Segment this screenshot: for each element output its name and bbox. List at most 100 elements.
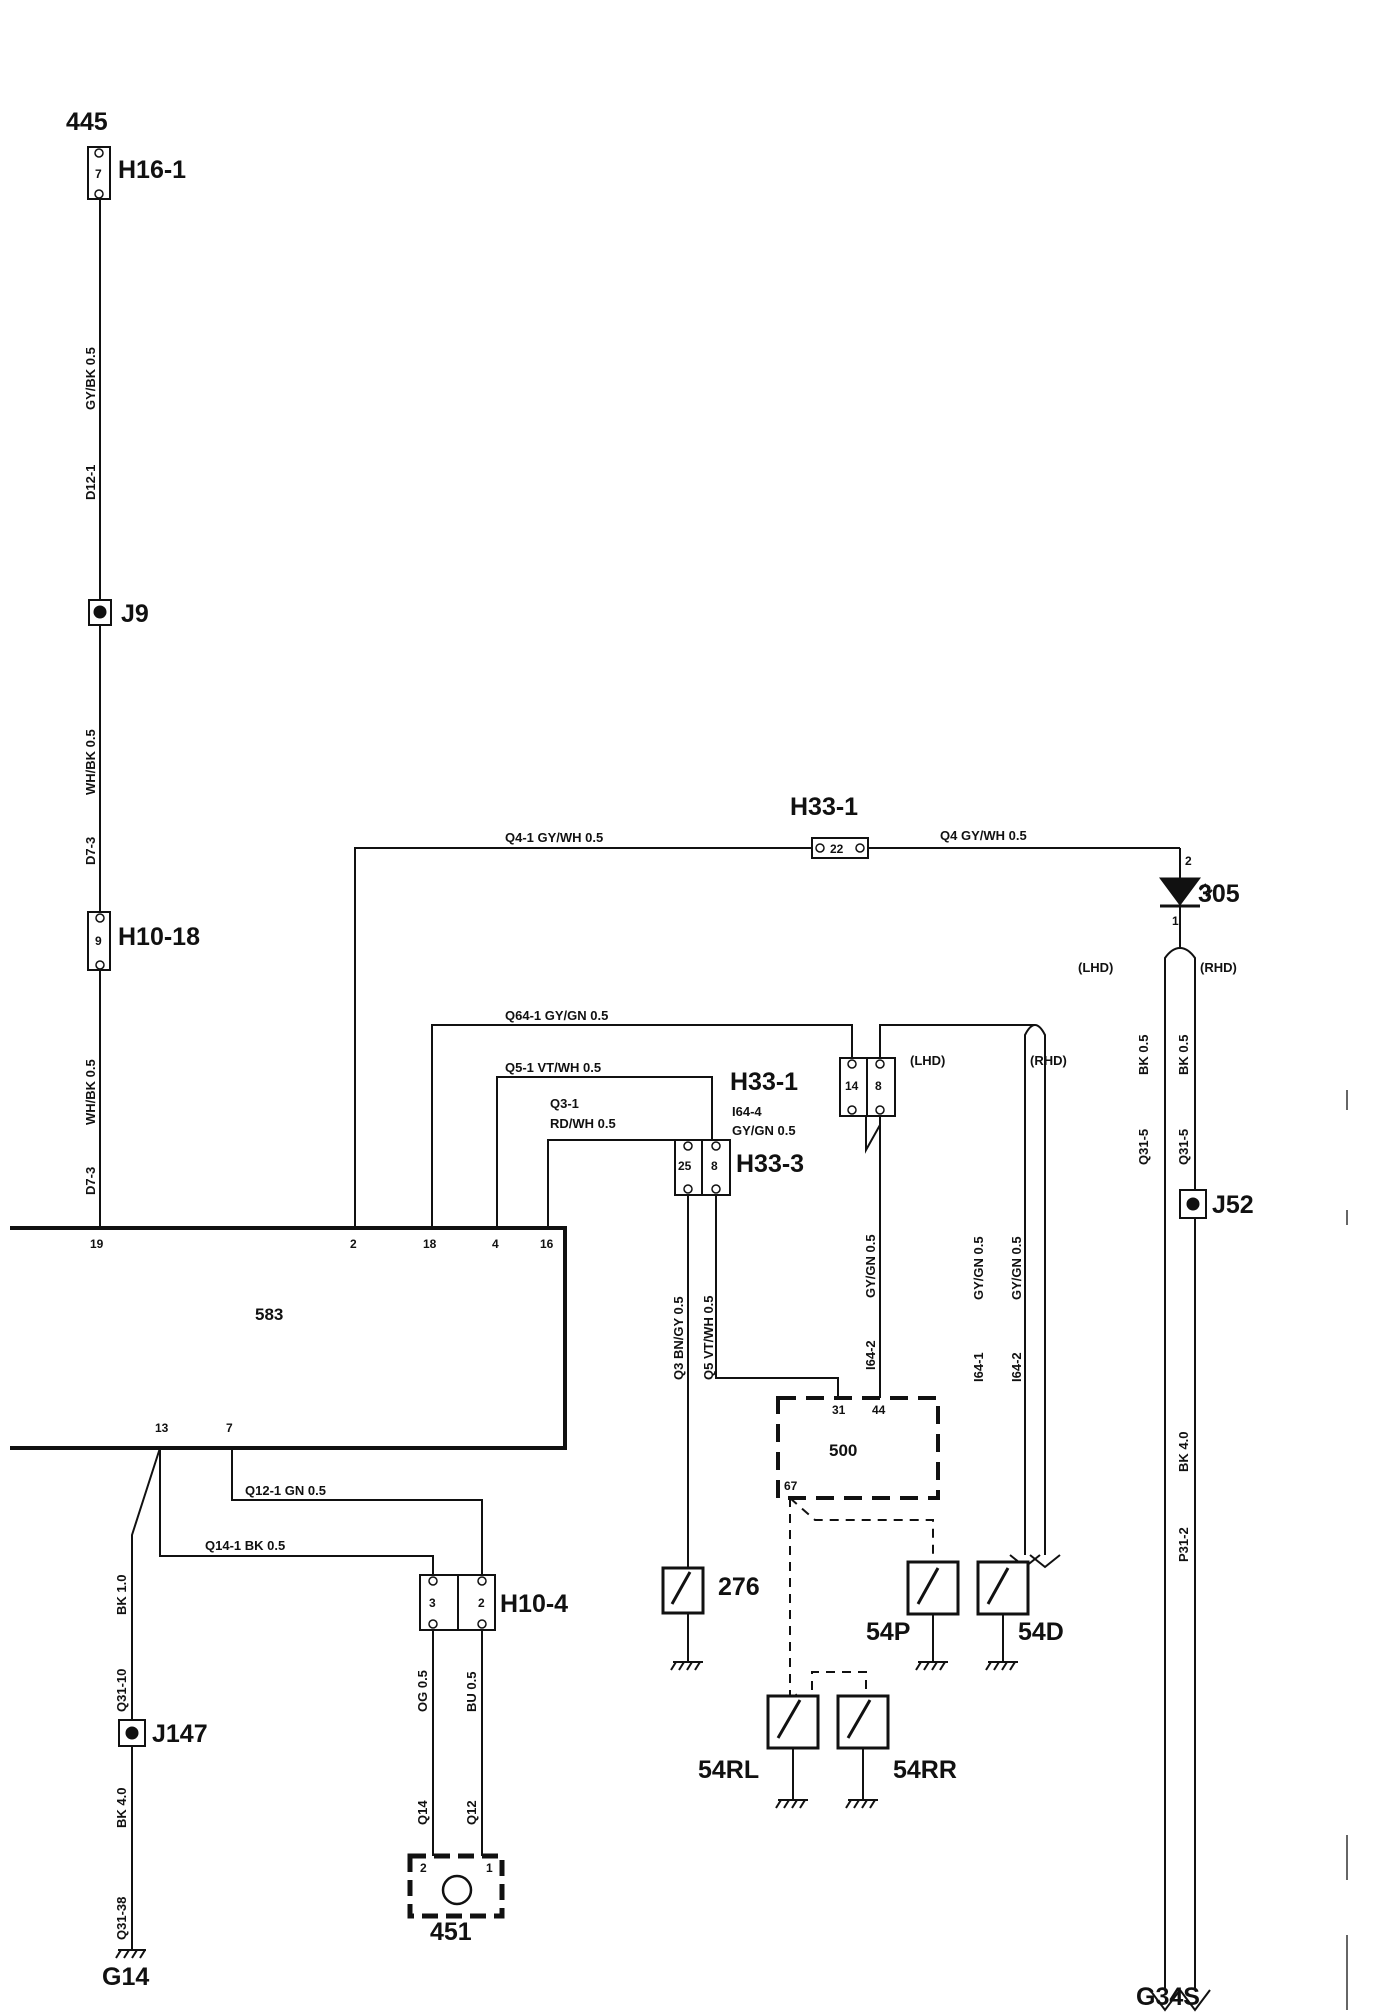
pin-451-1: 1 xyxy=(486,1861,493,1875)
junction-j52 xyxy=(1179,1189,1207,1219)
wire-q4-label: Q4 GY/WH 0.5 xyxy=(940,828,1027,843)
wire-q12-1 xyxy=(231,1448,483,1575)
wire-q5-down-label: Q5 VT/WH 0.5 xyxy=(701,1295,716,1380)
wire-q14-1 xyxy=(159,1448,434,1575)
wire-i64-2-rhd-id: I64-2 xyxy=(1009,1352,1024,1382)
component-451-label: 451 xyxy=(430,1918,472,1946)
wire-q3-1-spec: RD/WH 0.5 xyxy=(550,1116,616,1131)
h33-1-pin-14: 14 xyxy=(845,1079,859,1093)
pin-583-18: 18 xyxy=(423,1237,437,1251)
pin-583-19: 19 xyxy=(90,1237,104,1251)
wire-q5-1 xyxy=(496,1076,713,1228)
variant-rhd-mid: (RHD) xyxy=(1030,1053,1067,1068)
switch-54p xyxy=(906,1560,960,1671)
wires-to-451 xyxy=(432,1630,483,1858)
h33-1-top-pin: 22 xyxy=(830,842,844,856)
pin-500-31: 31 xyxy=(832,1403,846,1417)
wire-d12-1-spec: GY/BK 0.5 xyxy=(83,347,98,410)
pin-583-4: 4 xyxy=(492,1237,499,1251)
variant-rhd-right: (RHD) xyxy=(1200,960,1237,975)
wire-i64-2-rhd-spec: GY/GN 0.5 xyxy=(1009,1236,1024,1300)
wire-d7-3-spec-upper: WH/BK 0.5 xyxy=(83,729,98,795)
wire-q12-spec: BU 0.5 xyxy=(464,1672,479,1712)
connector-h10-4: 3 2 xyxy=(419,1574,496,1631)
h33-3-pin-8: 8 xyxy=(711,1159,718,1173)
diode-305-pin-top: 2 xyxy=(1185,854,1192,868)
wire-q14-1-label: Q14-1 BK 0.5 xyxy=(205,1538,285,1553)
h33-3-label: H33-3 xyxy=(736,1150,804,1178)
diode-305: 2 1 xyxy=(1159,854,1213,948)
wire-i64-4-diagonal xyxy=(865,1116,881,1154)
wire-q4-1-label: Q4-1 GY/WH 0.5 xyxy=(505,830,603,845)
ground-branch-g34s xyxy=(1149,947,1211,2012)
wire-p31-2-spec: BK 4.0 xyxy=(1176,1432,1191,1472)
connector-h10-18: 9 xyxy=(87,911,111,971)
g14-label: G14 xyxy=(102,1963,149,1991)
h10-18-pin: 9 xyxy=(95,934,102,948)
variant-lhd-right: (LHD) xyxy=(1078,960,1113,975)
wire-h33-1-lhd-rhd xyxy=(879,1024,1061,1569)
h10-4-pin-3: 3 xyxy=(429,1596,436,1610)
wire-q31-5-rhd-spec: BK 0.5 xyxy=(1176,1035,1191,1075)
wire-q31-10-id: Q31-10 xyxy=(114,1669,129,1712)
j52-label: J52 xyxy=(1212,1191,1254,1219)
wire-q64-1-label: Q64-1 GY/GN 0.5 xyxy=(505,1008,608,1023)
connector-h33-1-mid: 14 8 xyxy=(839,1057,896,1117)
module-500-label: 500 xyxy=(829,1441,857,1460)
module-583-label: 583 xyxy=(255,1305,283,1324)
wire-q64-1 xyxy=(431,1024,853,1228)
wire-q5-down xyxy=(715,1195,839,1398)
wire-q12-1-label: Q12-1 GN 0.5 xyxy=(245,1483,326,1498)
wire-gygn-down-spec: GY/GN 0.5 xyxy=(863,1234,878,1298)
wire-p31-2-id: P31-2 xyxy=(1176,1527,1191,1562)
wire-q31-38-id: Q31-38 xyxy=(114,1897,129,1940)
switch-54rl xyxy=(766,1694,820,1809)
component-451: 2 1 xyxy=(407,1853,505,1919)
h33-1-mid-label: H33-1 xyxy=(730,1068,798,1096)
switch-54rr-label: 54RR xyxy=(893,1756,957,1784)
junction-j147 xyxy=(118,1719,146,1747)
h16-1-pin: 7 xyxy=(95,167,102,181)
pin-500-44: 44 xyxy=(872,1403,886,1417)
wire-d12-1-id: D12-1 xyxy=(83,465,98,500)
wire-q3-1-id: Q3-1 xyxy=(550,1096,579,1111)
wire-q31-5-lhd-id: Q31-5 xyxy=(1136,1129,1151,1165)
h16-1-label: H16-1 xyxy=(118,156,186,184)
h33-1-top-label: H33-1 xyxy=(790,793,858,821)
wire-i64-1-rhd-id: I64-1 xyxy=(971,1352,986,1382)
h10-18-label: H10-18 xyxy=(118,923,200,951)
module-583: 583 xyxy=(10,1226,567,1450)
switch-54rl-label: 54RL xyxy=(698,1756,759,1784)
junction-j9 xyxy=(88,599,112,626)
switch-276-label: 276 xyxy=(718,1573,760,1601)
wire-ground-g14 xyxy=(115,1447,161,1959)
switch-54rr xyxy=(836,1694,890,1809)
j147-label: J147 xyxy=(152,1720,208,1748)
pin-583-16: 16 xyxy=(540,1237,554,1251)
h33-3-pin-25: 25 xyxy=(678,1159,692,1173)
pin-583-13: 13 xyxy=(155,1421,169,1435)
switch-54p-label: 54P xyxy=(866,1618,910,1646)
switch-54d xyxy=(976,1560,1030,1671)
wire-i64-4-id: I64-4 xyxy=(732,1104,762,1119)
wire-q14-id: Q14 xyxy=(415,1800,430,1825)
wire-i64-4-spec: GY/GN 0.5 xyxy=(732,1123,796,1138)
pin-583-2: 2 xyxy=(350,1237,357,1251)
j9-label: J9 xyxy=(121,600,149,628)
variant-lhd-mid: (LHD) xyxy=(910,1053,945,1068)
wire-i64-2-down-id: I64-2 xyxy=(863,1340,878,1370)
wire-d7-3-spec-lower: WH/BK 0.5 xyxy=(83,1059,98,1125)
component-445-label: 445 xyxy=(66,108,108,136)
wire-q31-5-lhd-spec: BK 0.5 xyxy=(1136,1035,1151,1075)
module-500: 500 31 44 67 xyxy=(776,1396,940,1500)
h10-4-pin-2: 2 xyxy=(478,1596,485,1610)
h33-1-pin-8: 8 xyxy=(875,1079,882,1093)
wire-q12-id: Q12 xyxy=(464,1800,479,1825)
wire-q3-1 xyxy=(547,1139,688,1228)
wire-i64-1-rhd-spec: GY/GN 0.5 xyxy=(971,1236,986,1300)
diode-305-pin-bottom: 1 xyxy=(1172,914,1179,928)
connector-h33-1-top: 22 xyxy=(811,837,869,859)
pin-451-2: 2 xyxy=(420,1861,427,1875)
wire-q31-10-spec: BK 1.0 xyxy=(114,1575,129,1615)
